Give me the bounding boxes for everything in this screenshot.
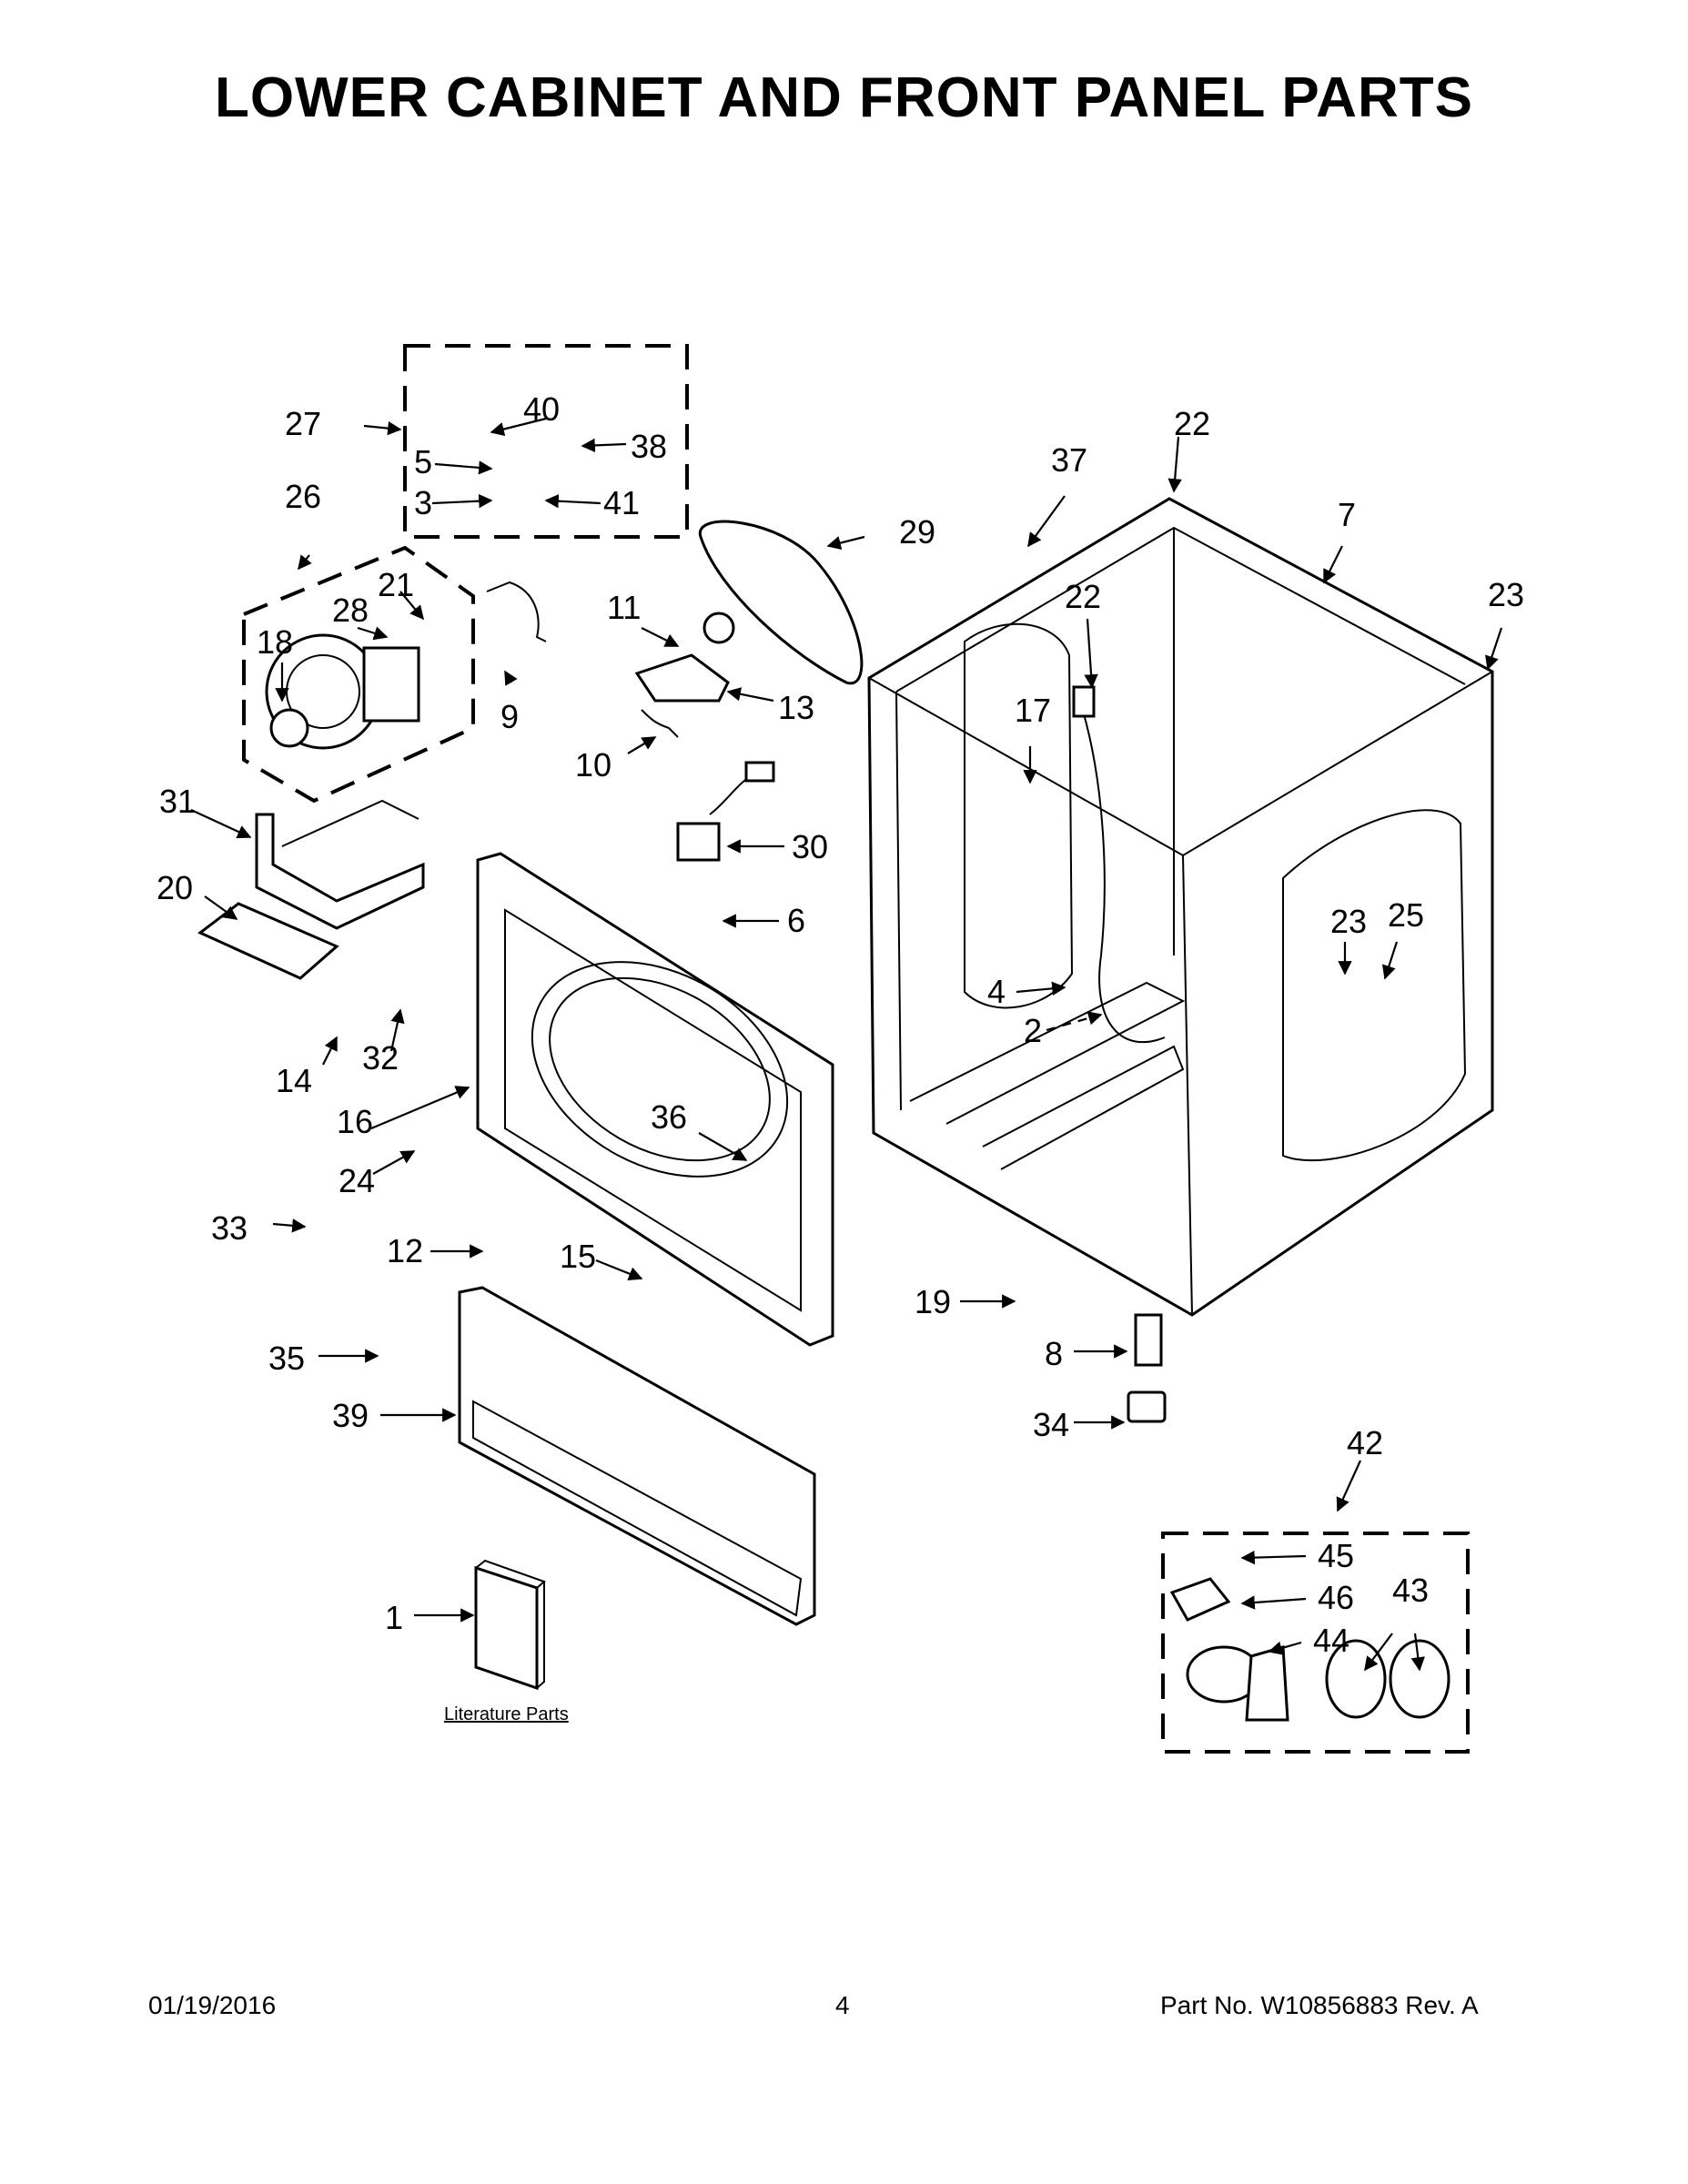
callout-16: 16: [337, 1103, 373, 1140]
callout-15: 15: [560, 1238, 596, 1275]
callout-32: 31: [159, 783, 196, 820]
callout-30: 29: [899, 513, 935, 551]
callout-1: 1: [385, 1599, 403, 1636]
callout-13: 13: [778, 689, 814, 726]
callout-22a: 22: [1174, 405, 1210, 442]
toe-panel-illustration: [458, 1286, 816, 1626]
callout-4: 4: [987, 973, 1006, 1010]
callout-38: 37: [1051, 441, 1087, 479]
callout-45: 44: [1313, 1622, 1349, 1659]
callout-7: 7: [1338, 496, 1356, 533]
callout-22b: 23: [1488, 576, 1524, 613]
leader-lines: [190, 417, 1503, 1672]
group-box-28: [403, 344, 689, 539]
callout-43: 42: [1347, 1424, 1383, 1461]
callout-35: 34: [1033, 1406, 1069, 1443]
callout-23: 22: [1065, 578, 1101, 615]
callout-41: 40: [523, 390, 560, 428]
spring-illustration: [641, 709, 679, 738]
callout-9: 9: [500, 698, 519, 735]
idler-illustration: [634, 612, 735, 703]
callout-37: 36: [651, 1098, 687, 1136]
literature-booklet: [474, 1559, 546, 1691]
callout-20: 20: [157, 869, 193, 906]
callout-36: 35: [268, 1340, 305, 1377]
callout-12: 12: [387, 1232, 423, 1269]
callout-40: 39: [332, 1397, 369, 1434]
callout-39: 38: [631, 428, 667, 465]
callout-44: 43: [1392, 1572, 1429, 1609]
callout-18: 18: [257, 623, 293, 661]
callout-17: 17: [1015, 692, 1051, 729]
callout-46: 45: [1318, 1537, 1354, 1574]
callout-11: 11: [607, 589, 641, 626]
callout-21: 21: [378, 566, 414, 603]
callout-42: 41: [603, 484, 640, 521]
callout-14: 14: [276, 1062, 312, 1099]
motor-mount-illustration: [255, 799, 425, 930]
callout-29: 28: [332, 592, 369, 629]
callout-8: 8: [1045, 1335, 1063, 1372]
footer-part-number: Part No. W10856883 Rev. A: [1160, 1991, 1479, 2019]
callout-28: 27: [285, 405, 321, 442]
exhaust-kit-illustration: [1169, 1577, 1450, 1722]
belt-illustration: [698, 520, 864, 685]
leg-illustration: [1127, 1313, 1167, 1423]
switch-illustration: [676, 761, 775, 862]
bracket-illustration: [486, 581, 547, 642]
motor-illustration: [265, 633, 420, 750]
callout-labels: 27 40 5 38 3 41 29 26 21 28 18 9 11 13 1…: [157, 390, 1524, 1724]
callout-27: 26: [285, 478, 321, 515]
callout-26: 25: [1388, 896, 1424, 934]
page-title: LOWER CABINET AND FRONT PANEL PARTS: [215, 66, 1473, 129]
cabinet-illustration: [867, 497, 1494, 1317]
callout-25: 24: [339, 1162, 375, 1199]
group-box-27: [242, 545, 475, 804]
callout-47: 46: [1318, 1579, 1354, 1616]
group-box-43: [1161, 1532, 1470, 1754]
footer-date: 01/19/2016: [148, 1991, 277, 2019]
callout-24: 23: [1330, 903, 1367, 940]
callout-10: 10: [575, 746, 612, 784]
callout-33: 32: [362, 1039, 399, 1077]
callout-2: 2: [1024, 1012, 1042, 1049]
callout-31: 30: [792, 828, 828, 865]
literature-parts-label: Literature Parts: [444, 1704, 569, 1724]
front-panel-illustration: [476, 852, 834, 1347]
callout-34: 33: [211, 1209, 248, 1247]
callout-5: 5: [414, 443, 432, 480]
callout-19: 19: [915, 1283, 951, 1320]
footer-page-number: 4: [835, 1991, 850, 2019]
callout-3: 3: [414, 484, 432, 521]
callout-6: 6: [787, 902, 805, 939]
